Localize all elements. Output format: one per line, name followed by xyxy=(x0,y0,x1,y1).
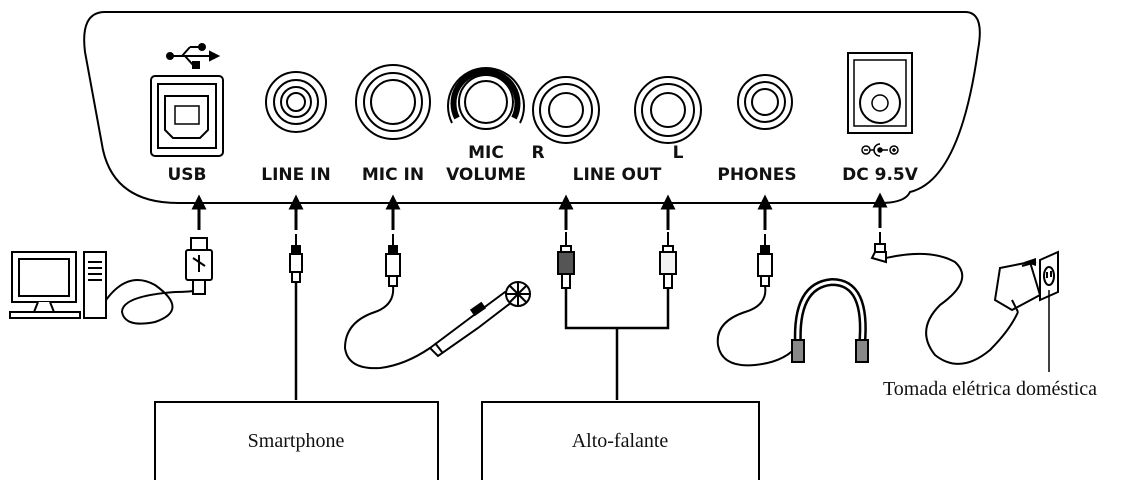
usb-plug xyxy=(185,237,213,295)
mic-plug xyxy=(385,234,401,287)
label-smartphone: Smartphone xyxy=(248,430,345,452)
dc-cable xyxy=(885,252,1019,365)
usb-symbol-icon xyxy=(166,43,221,69)
line-out-y-cable xyxy=(564,288,670,400)
label-line-out-r: R xyxy=(531,143,544,163)
dc-polarity-icon xyxy=(861,143,899,157)
label-line-in: LINE IN xyxy=(261,165,330,185)
power-adapter-icon xyxy=(993,258,1042,313)
label-mic-volume-top: MIC xyxy=(468,143,504,163)
wall-outlet-icon xyxy=(1039,250,1059,302)
label-mic-in: MIC IN xyxy=(362,165,424,185)
mic-cable xyxy=(343,285,431,370)
usb-cable xyxy=(105,279,201,325)
line-in-plug xyxy=(289,234,303,283)
label-line-out-l: L xyxy=(673,143,684,163)
phones-jack xyxy=(737,74,793,130)
dc-plug xyxy=(870,232,887,264)
connection-arrows xyxy=(191,192,888,230)
headphones-icon xyxy=(791,277,869,363)
usb-port xyxy=(150,43,224,157)
label-phones: PHONES xyxy=(717,165,796,185)
microphone-icon xyxy=(428,281,531,358)
line-out-l-jack xyxy=(634,76,702,144)
line-in-jack xyxy=(265,71,327,133)
phones-cable xyxy=(716,285,799,367)
dc-jack xyxy=(847,52,913,134)
rca-plug-r xyxy=(557,232,575,289)
rear-panel xyxy=(83,11,981,204)
mic-in-jack xyxy=(355,64,431,140)
label-speaker: Alto-falante xyxy=(572,430,669,452)
line-out-r-jack xyxy=(532,76,600,144)
label-dc: DC 9.5V xyxy=(842,165,919,185)
speaker-box xyxy=(481,401,760,480)
computer-icon xyxy=(9,251,107,319)
phones-plug xyxy=(757,234,773,287)
label-mic-volume-bottom: VOLUME xyxy=(446,165,526,185)
label-usb: USB xyxy=(167,165,206,185)
label-outlet: Tomada elétrica doméstica xyxy=(883,378,1097,400)
rca-plug-l xyxy=(659,232,677,289)
label-line-out: LINE OUT xyxy=(573,165,662,185)
smartphone-box xyxy=(154,401,439,480)
mic-volume-knob xyxy=(447,67,525,130)
